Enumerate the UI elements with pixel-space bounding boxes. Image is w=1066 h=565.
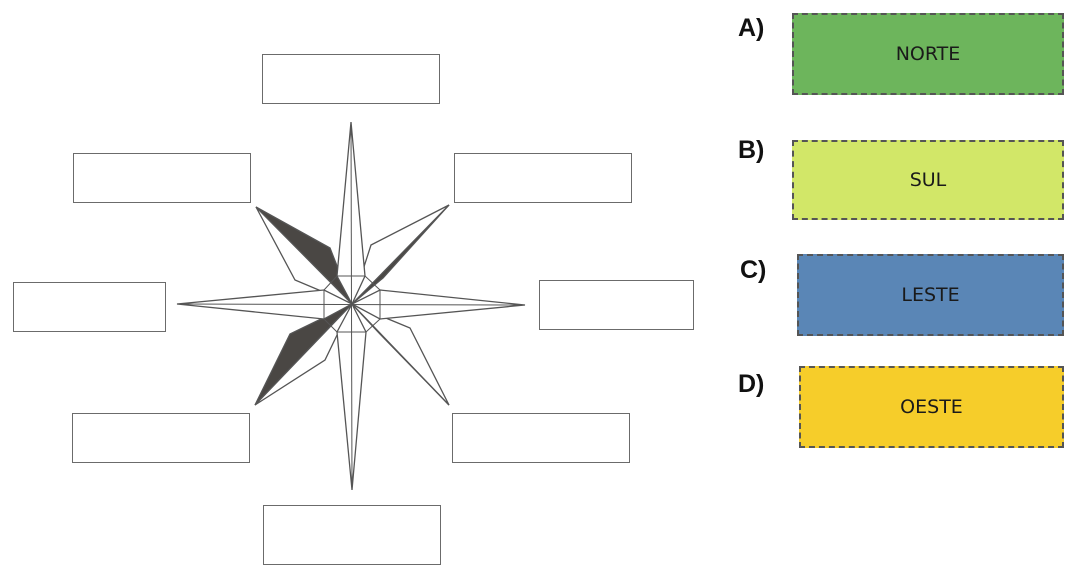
rose-point-se-light <box>351 303 450 406</box>
rose-point-sw-light <box>254 303 353 406</box>
answer-box-southeast[interactable] <box>452 413 630 463</box>
compass-rose-icon <box>176 121 526 491</box>
answer-box-north[interactable] <box>262 54 440 104</box>
compass-exercise: A) NORTE B) SUL C) LESTE D) OESTE <box>13 13 1064 565</box>
option-letter-a: A) <box>738 14 765 42</box>
option-card-norte[interactable]: NORTE <box>792 13 1064 95</box>
answer-box-west[interactable] <box>13 282 166 332</box>
option-card-sul[interactable]: SUL <box>792 140 1064 220</box>
rose-point-ne-light <box>351 204 450 305</box>
rose-hub <box>323 275 381 333</box>
rose-point-nw-light <box>255 206 353 305</box>
answer-box-northeast[interactable] <box>454 153 632 203</box>
rose-spine-ns <box>350 121 353 491</box>
option-card-leste[interactable]: LESTE <box>797 254 1064 336</box>
option-card-oeste[interactable]: OESTE <box>799 366 1064 448</box>
option-letter-d: D) <box>738 370 765 398</box>
rose-spine-ew <box>176 303 526 306</box>
option-letter-c: C) <box>740 256 767 284</box>
answer-box-southwest[interactable] <box>72 413 250 463</box>
answer-box-northwest[interactable] <box>73 153 251 203</box>
option-letter-b: B) <box>738 136 765 164</box>
answer-box-east[interactable] <box>539 280 694 330</box>
